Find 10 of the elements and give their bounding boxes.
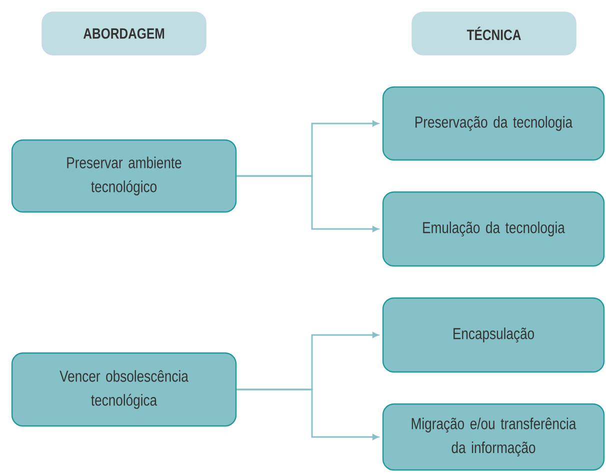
process-box: Encapsulação <box>382 297 605 373</box>
header-box: ABORDAGEM <box>42 12 206 56</box>
process-box: Migração e/ou transferência da informação <box>382 403 605 471</box>
process-box: Vencer obsolescência tecnológica <box>11 352 237 427</box>
arrow <box>236 175 378 232</box>
header-box: TÉCNICA <box>412 12 576 56</box>
arrow <box>236 388 378 440</box>
process-box: Emulação da tecnologia <box>382 191 605 267</box>
process-box: Preservar ambiente tecnológico <box>11 139 237 213</box>
process-box: Preservação da tecnologia <box>382 86 605 161</box>
